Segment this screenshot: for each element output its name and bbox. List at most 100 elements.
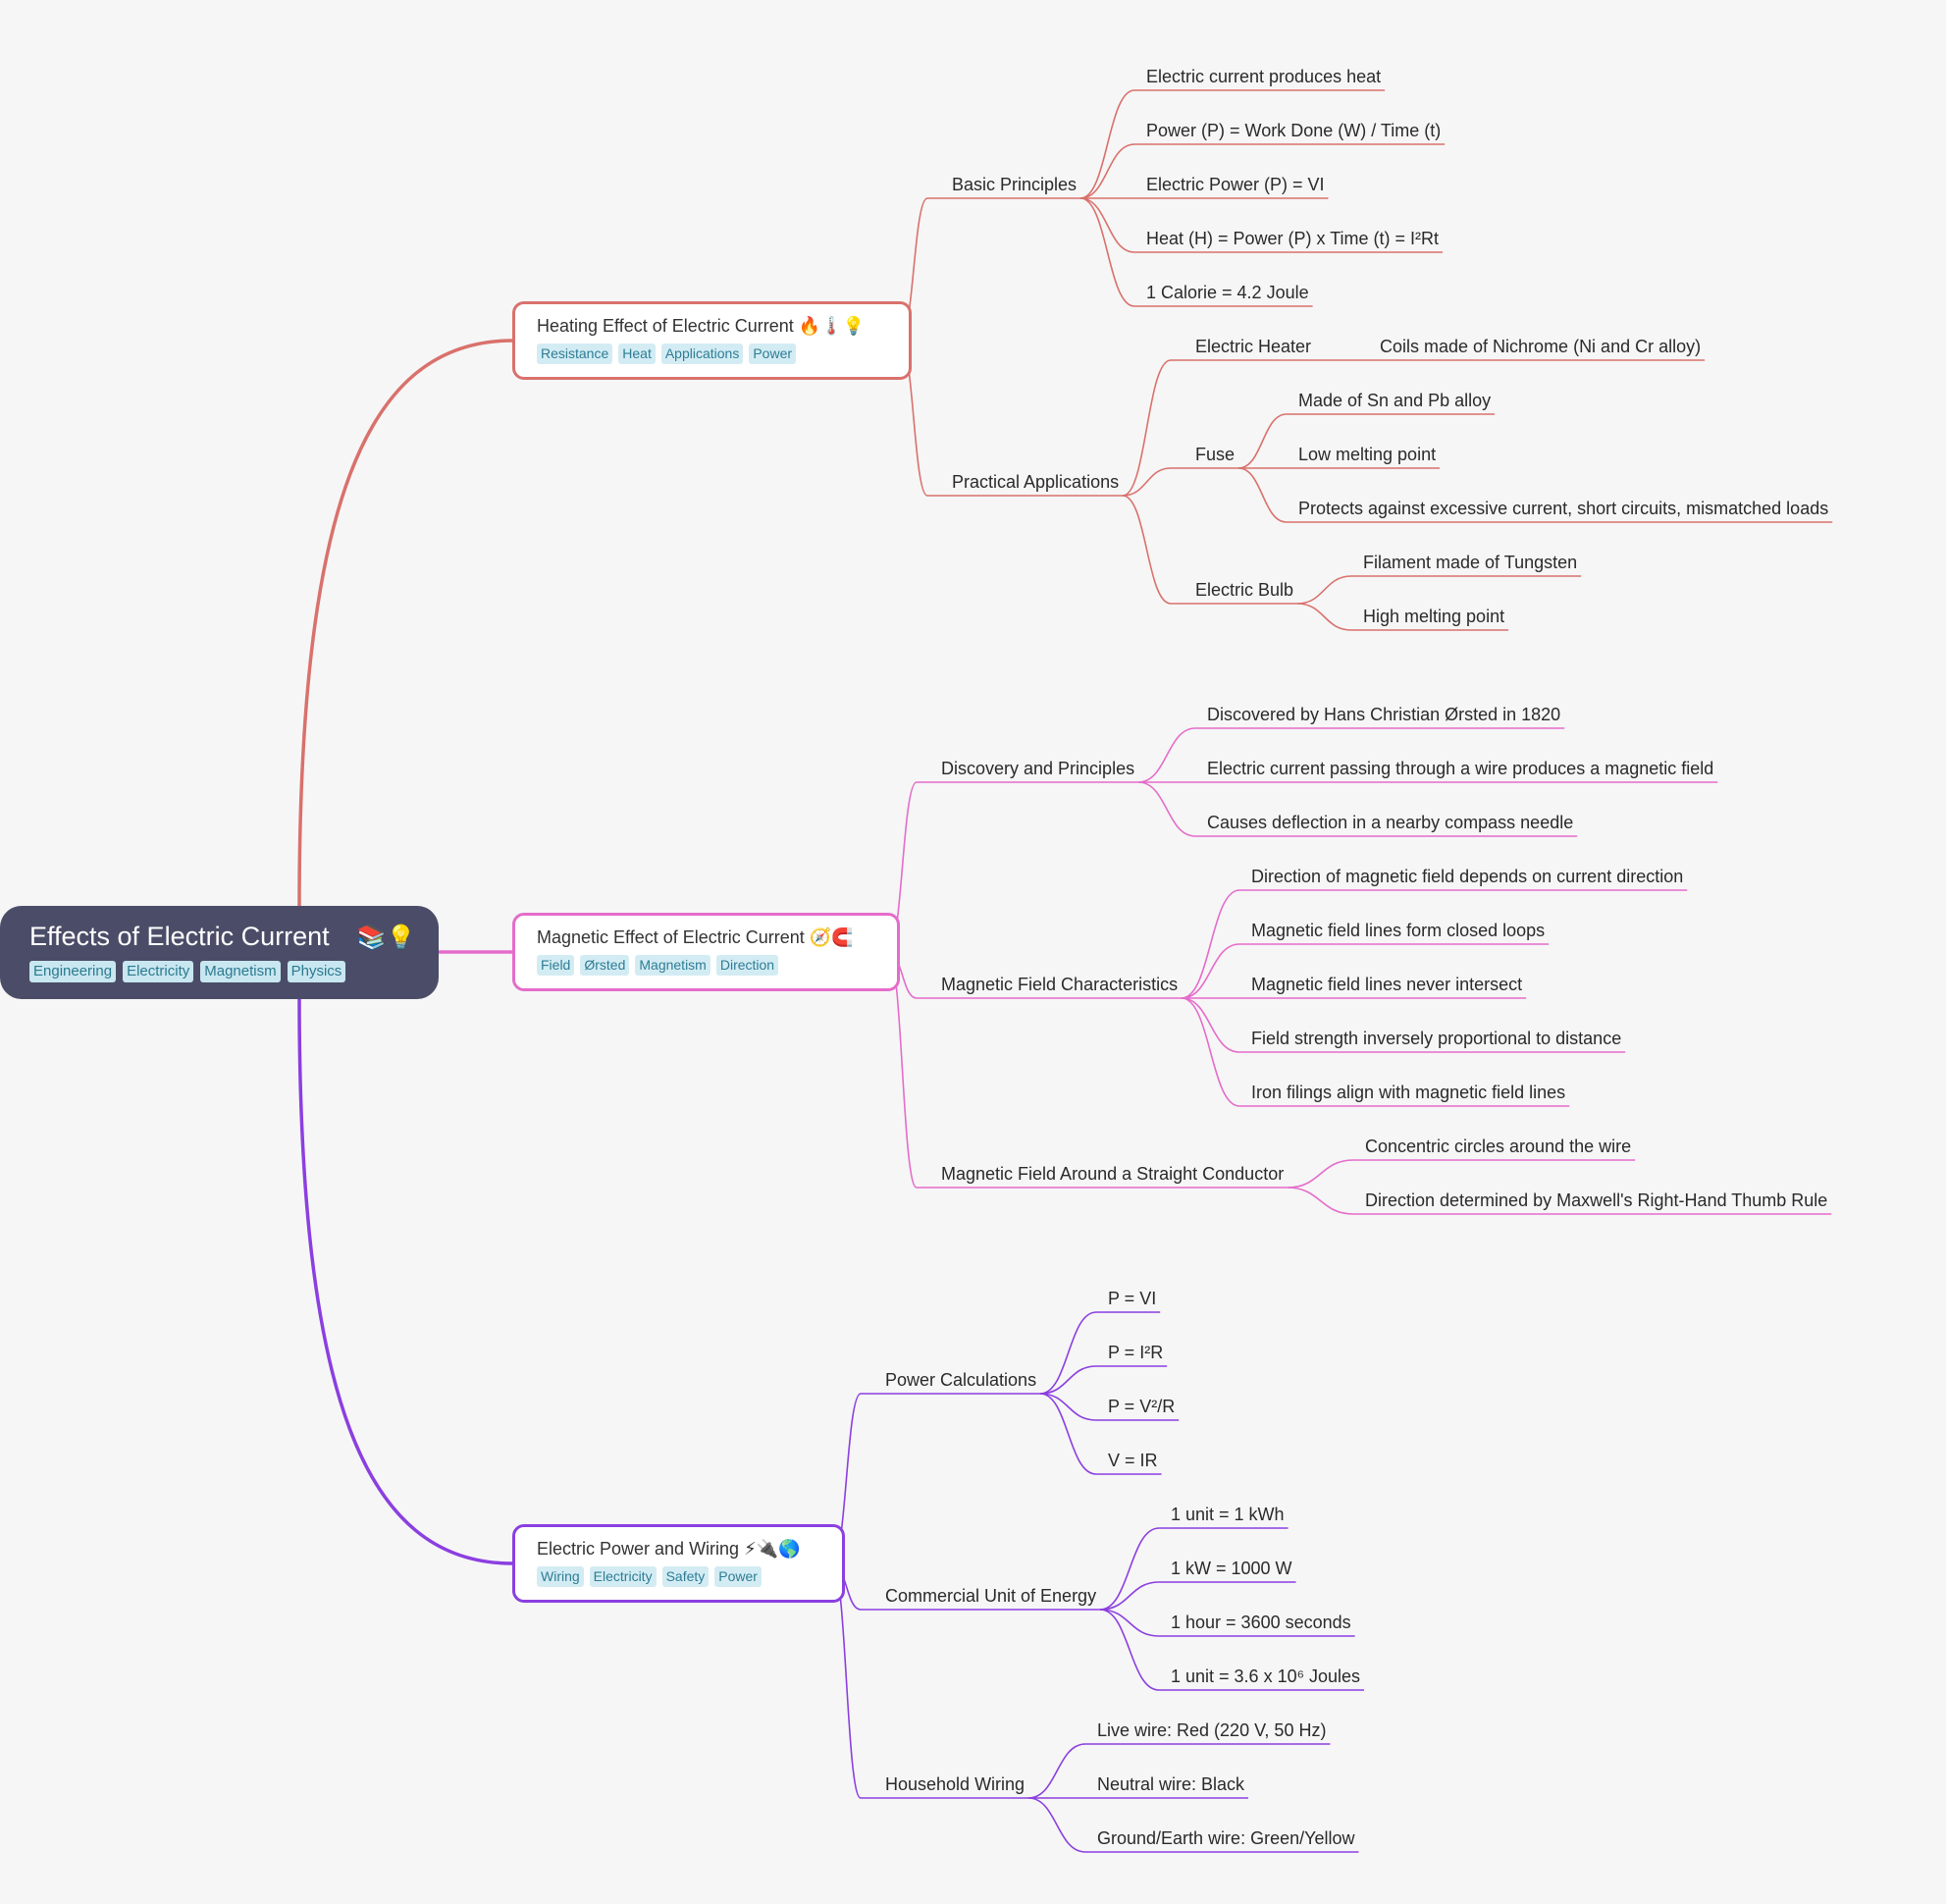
leaf[interactable]: P = V²/R <box>1108 1397 1176 1416</box>
node-household-wiring[interactable]: Household Wiring <box>885 1774 1026 1794</box>
connector-line <box>1079 143 1135 199</box>
leaf[interactable]: Direction of magnetic field depends on c… <box>1251 867 1684 886</box>
connector-line <box>1040 1393 1097 1421</box>
leaf[interactable]: Electric current produces heat <box>1146 67 1382 86</box>
root-node[interactable]: Effects of Electric Current📚💡 Engineerin… <box>0 906 439 999</box>
tag[interactable]: Applications <box>660 344 744 364</box>
tag[interactable]: Electricity <box>123 961 194 982</box>
branch-title: Electric Power and Wiring ⚡🔌🌎 <box>537 1539 801 1559</box>
leaf[interactable]: Protects against excessive current, shor… <box>1298 499 1829 518</box>
leaf[interactable]: Magnetic field lines never intersect <box>1251 975 1523 994</box>
leaf[interactable]: Low melting point <box>1298 445 1437 464</box>
leaf[interactable]: 1 unit = 3.6 x 10⁶ Joules <box>1171 1666 1361 1686</box>
tag[interactable]: Heat <box>618 344 656 364</box>
connector-line <box>1182 943 1240 999</box>
leaf[interactable]: Field strength inversely proportional to… <box>1251 1029 1622 1048</box>
connector-line <box>1040 1365 1097 1395</box>
leaf[interactable]: Coils made of Nichrome (Ni and Cr alloy) <box>1380 337 1702 356</box>
root-title-text: Effects of Electric Current <box>29 922 330 951</box>
branch-tags: Resistance Heat Applications Power <box>537 344 909 364</box>
root-title: Effects of Electric Current📚💡 <box>29 920 439 955</box>
connector-line <box>1122 359 1172 497</box>
connector-line <box>1237 467 1288 523</box>
tag[interactable]: Field <box>537 955 575 976</box>
leaf[interactable]: 1 Calorie = 4.2 Joule <box>1146 283 1309 302</box>
tag[interactable]: Ørsted <box>580 955 630 976</box>
leaf[interactable]: V = IR <box>1108 1451 1158 1470</box>
leaf[interactable]: P = VI <box>1108 1289 1157 1308</box>
connector-line <box>1138 781 1196 837</box>
leaf[interactable]: Made of Sn and Pb alloy <box>1298 391 1492 410</box>
connector-line <box>1123 467 1172 497</box>
leaf[interactable]: P = I²R <box>1108 1343 1164 1362</box>
node-power-calculations[interactable]: Power Calculations <box>885 1370 1037 1390</box>
connector-line <box>1028 1743 1086 1799</box>
branch-node-magnetic-effect[interactable]: Magnetic Effect of Electric Current 🧭🧲 F… <box>512 913 900 991</box>
node-magnetic-field-straight-conductor[interactable]: Magnetic Field Around a Straight Conduct… <box>941 1164 1285 1184</box>
branch-title: Heating Effect of Electric Current 🔥🌡️💡 <box>537 316 866 336</box>
node-fuse[interactable]: Fuse <box>1195 445 1236 464</box>
connector-line <box>1297 575 1352 605</box>
leaf[interactable]: Iron filings align with magnetic field l… <box>1251 1083 1566 1102</box>
branch-node-electric-power-wiring[interactable]: Electric Power and Wiring ⚡🔌🌎 Wiring Ele… <box>512 1524 845 1603</box>
tag[interactable]: Direction <box>715 955 779 976</box>
connector-line <box>1288 1187 1354 1215</box>
tag[interactable]: Power <box>714 1566 762 1587</box>
tag[interactable]: Safety <box>661 1566 710 1587</box>
tag[interactable]: Magnetism <box>635 955 710 976</box>
tag[interactable]: Engineering <box>29 961 117 982</box>
tag[interactable]: Physics <box>287 961 346 982</box>
leaf[interactable]: Power (P) = Work Done (W) / Time (t) <box>1146 121 1442 140</box>
connector-line <box>1028 1797 1086 1853</box>
connector-line <box>1099 1609 1160 1691</box>
connector-line <box>1100 1581 1160 1611</box>
connector-line <box>1079 197 1135 253</box>
branch-tags: Wiring Electricity Safety Power <box>537 1566 842 1587</box>
node-electric-heater[interactable]: Electric Heater <box>1195 337 1312 356</box>
connector-line <box>297 339 513 907</box>
leaf[interactable]: Electric current passing through a wire … <box>1207 759 1714 778</box>
leaf[interactable]: Ground/Earth wire: Green/Yellow <box>1097 1828 1355 1848</box>
branch-tags: Field Ørsted Magnetism Direction <box>537 955 897 976</box>
leaf[interactable]: 1 kW = 1000 W <box>1171 1559 1292 1578</box>
leaf[interactable]: Magnetic field lines form closed loops <box>1251 921 1546 940</box>
leaf[interactable]: Concentric circles around the wire <box>1365 1137 1632 1156</box>
node-discovery-principles[interactable]: Discovery and Principles <box>941 759 1135 778</box>
leaf[interactable]: Discovered by Hans Christian Ørsted in 1… <box>1207 705 1561 724</box>
leaf[interactable]: Direction determined by Maxwell's Right-… <box>1365 1190 1828 1210</box>
leaf[interactable]: Neutral wire: Black <box>1097 1774 1245 1794</box>
tag[interactable]: Power <box>749 344 797 364</box>
leaf[interactable]: Electric Power (P) = VI <box>1146 175 1325 194</box>
connector-line <box>1079 197 1135 307</box>
connector-line <box>1122 495 1172 605</box>
tag[interactable]: Wiring <box>537 1566 584 1587</box>
connector-line <box>1079 89 1135 199</box>
connector-line <box>1099 1527 1160 1611</box>
connector-line <box>1039 1311 1097 1395</box>
node-electric-bulb[interactable]: Electric Bulb <box>1195 580 1294 600</box>
leaf[interactable]: 1 unit = 1 kWh <box>1171 1505 1285 1524</box>
connector-line <box>1181 997 1240 1107</box>
leaf[interactable]: Causes deflection in a nearby compass ne… <box>1207 813 1574 832</box>
connector-line <box>297 998 513 1565</box>
leaf[interactable]: Heat (H) = Power (P) x Time (t) = I²Rt <box>1146 229 1440 248</box>
connector-line <box>1237 413 1288 469</box>
tag[interactable]: Electricity <box>589 1566 657 1587</box>
connector-line <box>1297 603 1352 631</box>
root-tags: Engineering Electricity Magnetism Physic… <box>29 961 439 982</box>
node-basic-principles[interactable]: Basic Principles <box>952 175 1078 194</box>
tag[interactable]: Resistance <box>537 344 613 364</box>
leaf[interactable]: High melting point <box>1363 607 1505 626</box>
connector-line <box>1181 889 1240 999</box>
leaf[interactable]: Filament made of Tungsten <box>1363 553 1578 572</box>
connector-line <box>1039 1393 1097 1475</box>
branch-node-heating-effect[interactable]: Heating Effect of Electric Current 🔥🌡️💡 … <box>512 301 912 380</box>
leaf[interactable]: Live wire: Red (220 V, 50 Hz) <box>1097 1720 1327 1740</box>
node-magnetic-field-characteristics[interactable]: Magnetic Field Characteristics <box>941 975 1179 994</box>
connector-line <box>1138 727 1196 783</box>
leaf[interactable]: 1 hour = 3600 seconds <box>1171 1613 1351 1632</box>
node-practical-applications[interactable]: Practical Applications <box>952 472 1120 492</box>
node-commercial-unit-energy[interactable]: Commercial Unit of Energy <box>885 1586 1097 1606</box>
tag[interactable]: Magnetism <box>200 961 281 982</box>
